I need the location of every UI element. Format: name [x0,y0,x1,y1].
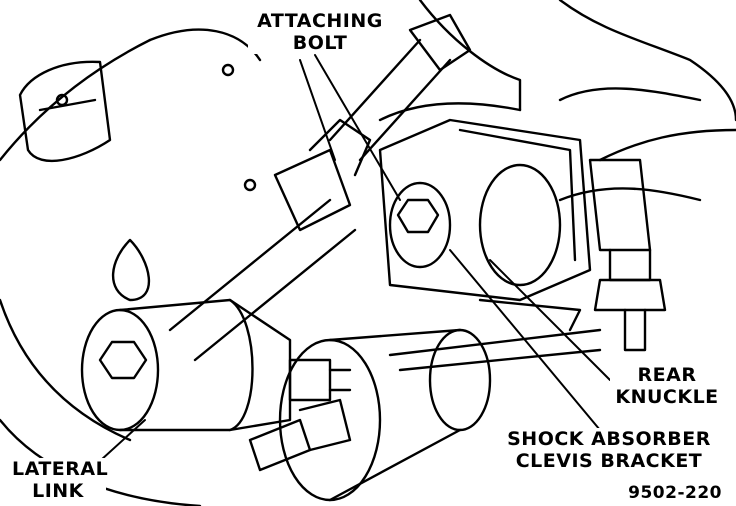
upper-frame [378,0,736,162]
clevis-bracket [378,118,592,302]
rear-knuckle-line1: REAR [637,364,697,386]
shock-absorber-clevis-bracket-line2: CLEVIS BRACKET [515,450,703,472]
lateral-link-label: LATERAL LINK [10,458,109,502]
figure-number: 9502-220 [600,482,724,504]
attaching-bolt-line2: BOLT [292,32,348,54]
stud-and-nuts [248,358,352,472]
link-end-bushing [80,298,292,432]
rear-knuckle-label: REAR KNUCKLE [610,364,724,408]
lateral-link-line2: LINK [32,480,84,502]
knuckle-arm [388,298,602,372]
attaching-bolt-line1: ATTACHING [257,10,383,32]
lateral-link-line1: LATERAL [12,458,109,480]
hub [278,328,492,502]
lateral-link-rod [168,118,372,362]
shock-absorber-clevis-bracket-label: SHOCK ABSORBER CLEVIS BRACKET [502,428,716,472]
shock-absorber-clevis-bracket-line1: SHOCK ABSORBER [507,428,711,450]
attaching-bolt-label: ATTACHING BOLT [248,10,392,54]
shock-absorber [558,158,702,352]
rear-knuckle-line2: KNUCKLE [615,386,719,408]
backing-plate [0,28,262,506]
